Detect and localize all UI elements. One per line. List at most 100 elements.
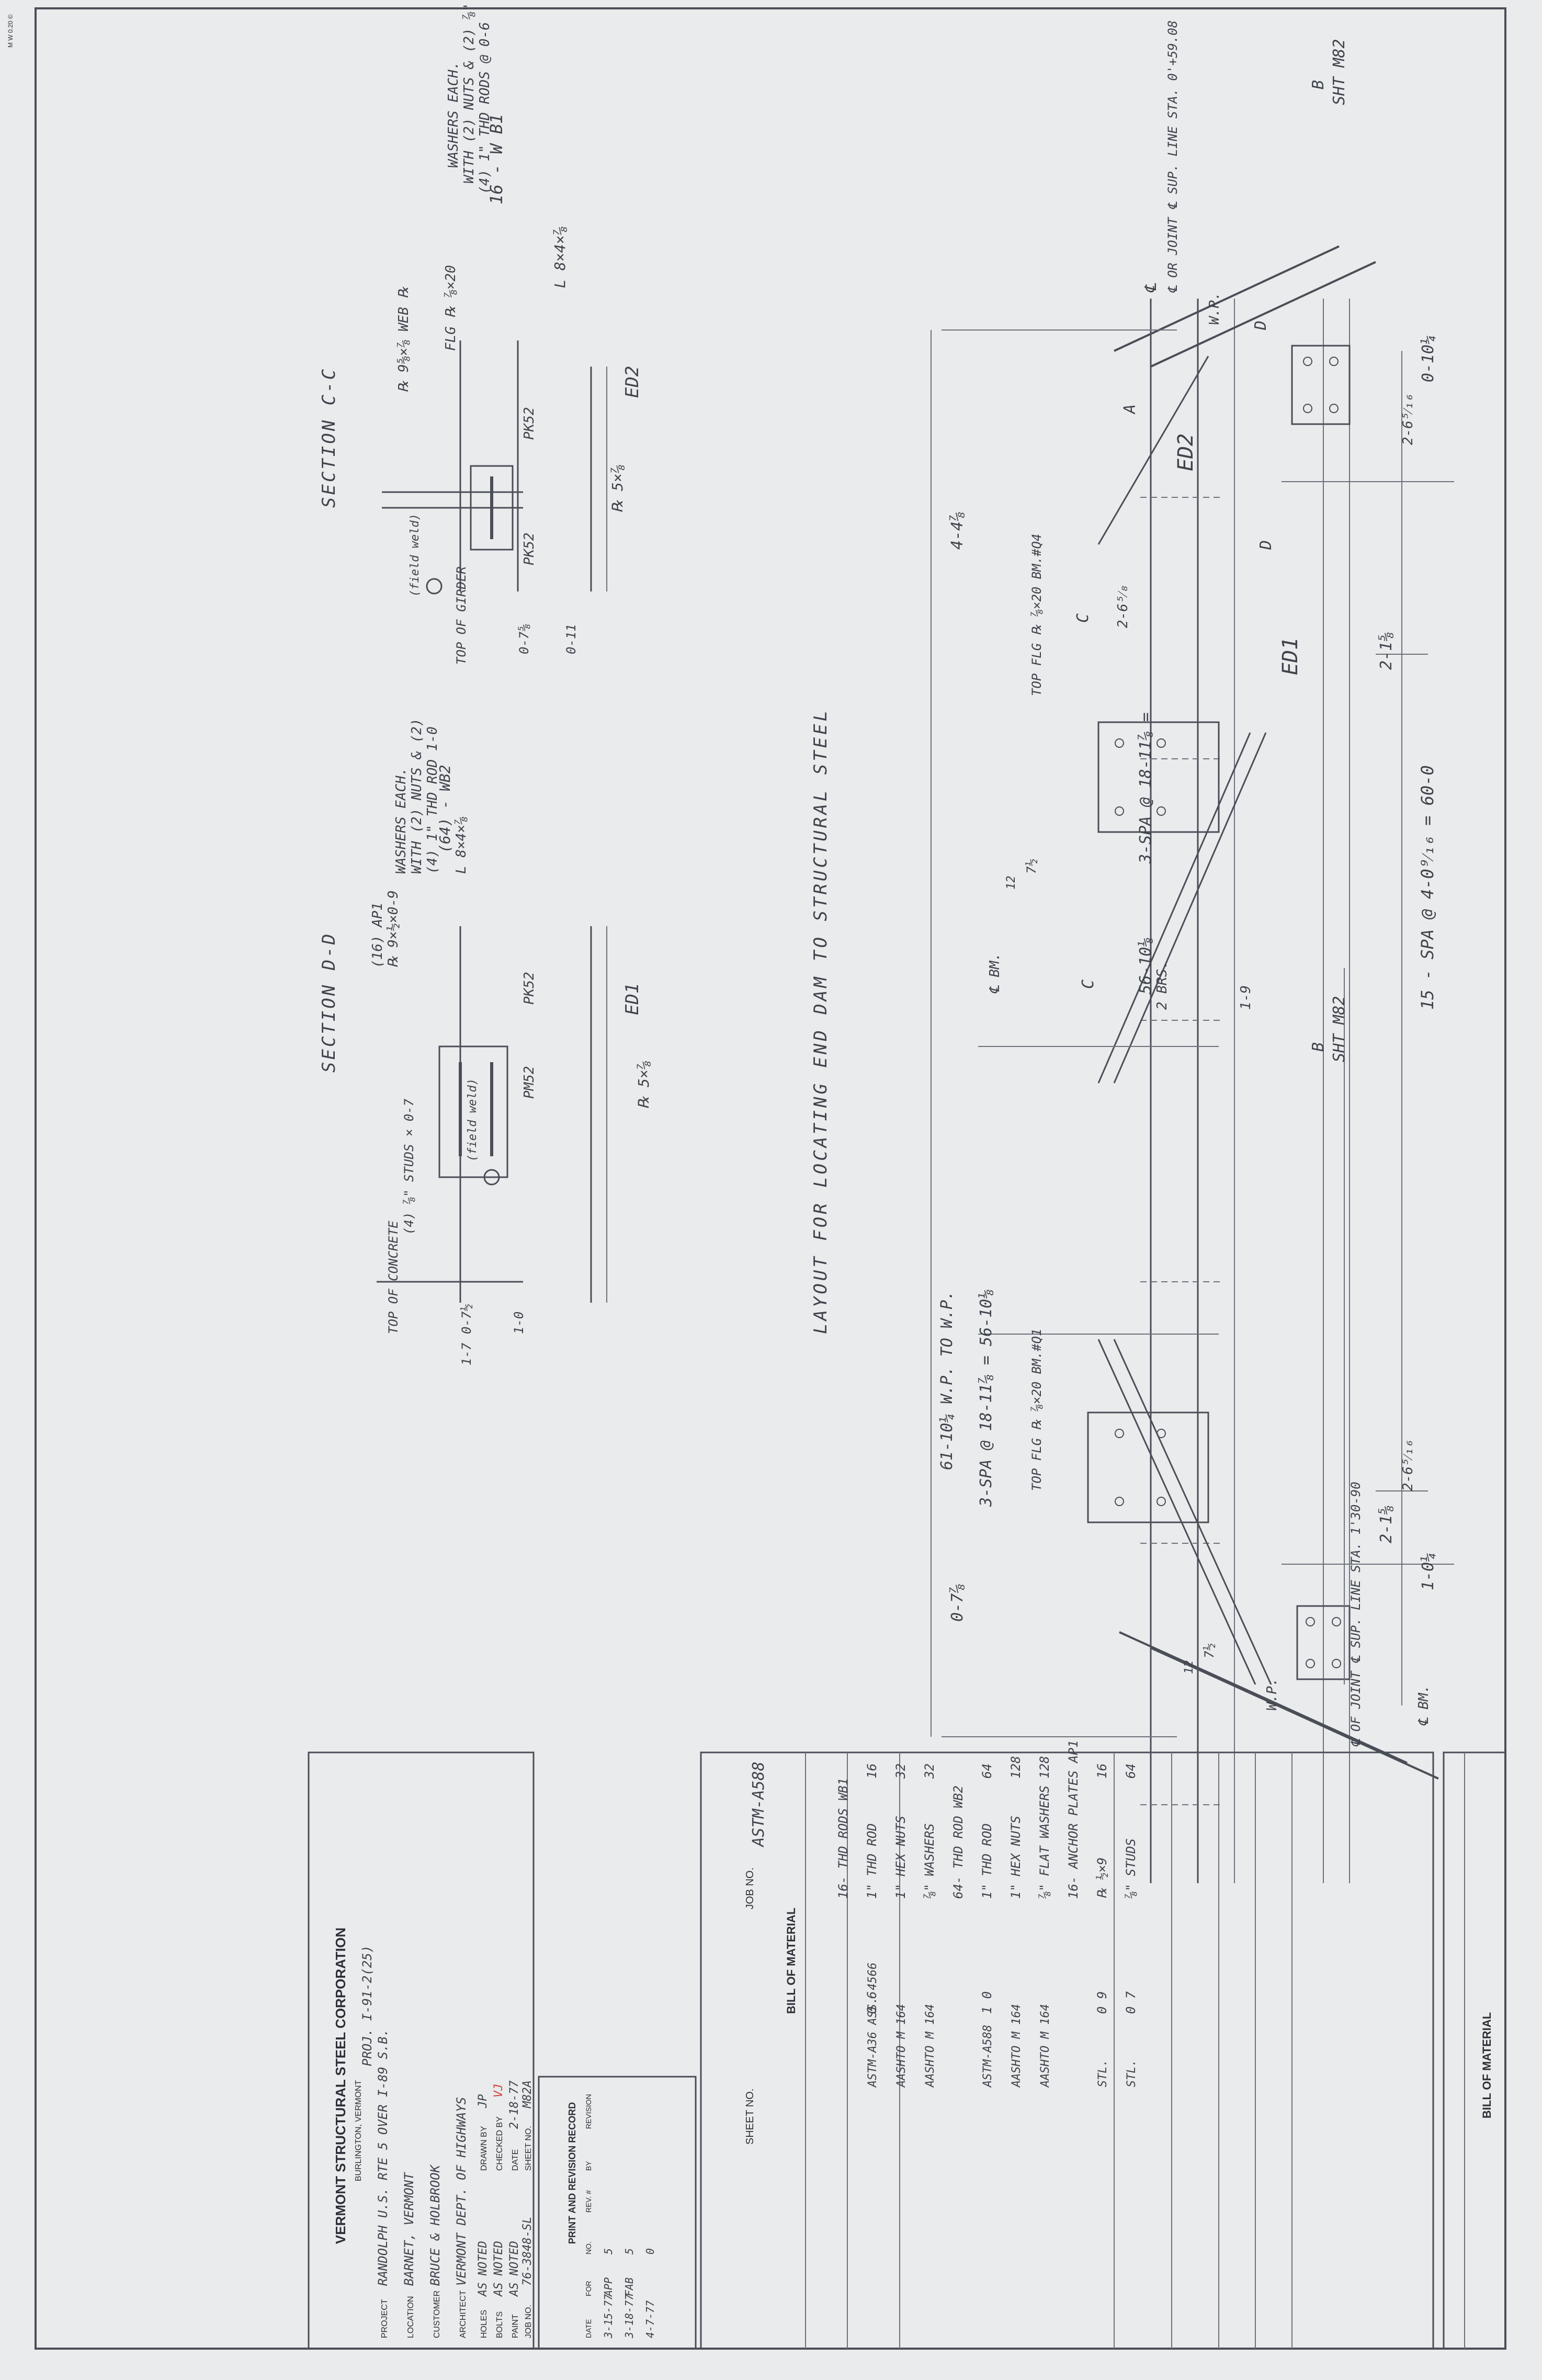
job-label: JOB NO. xyxy=(524,2305,533,2338)
revision-cell: APP xyxy=(602,2277,615,2297)
revision-header: NO. xyxy=(584,2241,593,2254)
dim-2-1b: 2-1⅝ xyxy=(1377,1506,1396,1543)
bom-row-weight: AASHTO M 164 xyxy=(895,2004,908,2088)
bom-top: BILL OF MATERIAL xyxy=(1443,1751,1506,2350)
dd-note3: WITH (2) NUTS & (2) xyxy=(409,719,425,874)
dim-spa-center: 3-SPA @ 18-11⅞ = xyxy=(1137,712,1155,864)
dd-ed1: ED1 xyxy=(622,983,643,1015)
slope-1: 7½ xyxy=(1024,859,1039,874)
date-label: DATE xyxy=(511,2149,520,2171)
bom-sheet-label: SHEET NO. xyxy=(744,2089,756,2145)
dim-1-9: 1-9 xyxy=(1238,985,1254,1010)
dd-title: SECTION D-D xyxy=(319,932,339,1073)
mark-a: A xyxy=(1121,404,1139,415)
holes-label: HOLES xyxy=(480,2310,489,2338)
layout-title: LAYOUT FOR LOCATING END DAM TO STRUCTURA… xyxy=(810,708,831,1334)
right-wp-note: ℄ OR JOINT ℄ SUP. LINE STA. 0'+59.08 xyxy=(1165,20,1180,293)
cc-note4: WASHERS EACH. xyxy=(446,62,461,168)
bom-row-desc: 64- THD ROD WB2 xyxy=(951,1785,966,1899)
bom-row-desc: 1" THD ROD xyxy=(865,1824,879,1899)
checked-label: CHECKED BY xyxy=(495,2116,504,2171)
revision-header: DATE xyxy=(584,2319,593,2338)
wp-label-right: W.P. xyxy=(1207,292,1222,325)
proj-no: PROJ. I-91-2(25) xyxy=(360,1945,375,2066)
revision-header: REVISION xyxy=(584,2094,593,2129)
splice-plate xyxy=(1296,1605,1351,1680)
bom-row-desc: 16- THD RODS WB1 xyxy=(836,1778,851,1899)
bom-row-weight: AASHTO M 164 xyxy=(1010,2004,1023,2088)
cc-pk2: PK52 xyxy=(521,532,537,565)
paint-value: AS NOTED xyxy=(508,2241,521,2297)
project-value: RANDOLPH U.S. RTE 5 OVER I-89 S.B. xyxy=(376,2029,390,2286)
weld-symbol xyxy=(483,1169,500,1186)
mark-d-2: D xyxy=(1257,540,1275,550)
ed1-label: ED1 xyxy=(1278,637,1302,675)
cc-dim1: 0-7⅝ xyxy=(517,624,531,654)
cc-dim2: 0-11 xyxy=(564,624,579,654)
dd-plate2: ℞ 5×⅞ xyxy=(635,1061,652,1109)
left-wp-note: ℄ OF JOINT ℄ SUP. LINE STA. 1'30-90 xyxy=(1348,1482,1363,1747)
revision-header: REV. # xyxy=(584,2190,593,2213)
dd-dim1: 0-7½ xyxy=(459,1304,474,1334)
cc-note1: 16 - W B1 xyxy=(486,114,506,204)
dim-4-4: 4-4⅞ xyxy=(948,512,967,550)
dim-spa-top: 3-SPA @ 18-11⅞ = 56-10⅛ xyxy=(977,1290,995,1507)
bom-row-pieces: 64 xyxy=(980,1763,994,1779)
bom-row-weight: ASTM-A36 ASS. 4566 xyxy=(866,1963,879,2088)
bom-row-desc: ℞ ½×9 xyxy=(1095,1858,1109,1899)
bom-row-pieces: 16 xyxy=(865,1763,879,1779)
layout-plan: LAYOUT FOR LOCATING END DAM TO STRUCTURA… xyxy=(810,20,1454,1883)
bm-label-1: ℄ BM. xyxy=(987,953,1003,994)
mark-b-left: B xyxy=(1309,1042,1328,1052)
skew-line-right-2 xyxy=(1114,245,1340,352)
bolt-assembly xyxy=(438,1045,508,1178)
dim-2-6b: 2-6⁵⁄₁₆ xyxy=(1400,1440,1416,1491)
project-label: PROJECT xyxy=(380,2299,389,2338)
bom-row-desc: ⅞" STUDS xyxy=(1124,1838,1138,1899)
bolts-value: AS NOTED xyxy=(492,2241,505,2297)
ed-diagonal xyxy=(1097,356,1209,545)
date-value: 2-18-77 xyxy=(508,2080,521,2129)
ed-diagonal xyxy=(1113,1339,1272,1685)
revision-header: BY xyxy=(584,2161,593,2171)
skew-line-right xyxy=(1150,261,1376,368)
ed2-label: ED2 xyxy=(1174,434,1198,471)
bom-row-length: 0 9 xyxy=(1095,1991,1109,2014)
dim-0-7: 0-7⅞ xyxy=(948,1584,967,1622)
section-dd: (64) - WB2 (4) 1" THD ROD 1-0 WITH (2) N… xyxy=(319,719,652,1365)
drawn-label: DRAWN BY xyxy=(480,2126,489,2171)
dim-2-6: 2-6⁵⁄₁₆ xyxy=(1400,394,1416,445)
cc-angle: L 8×4×⅞ xyxy=(551,226,569,288)
dd-pm: PM52 xyxy=(521,1066,537,1099)
revision-cell: 3-18-77 xyxy=(623,2294,636,2339)
dim-total: 61-10¼ W.P. TO W.P. xyxy=(938,1291,956,1470)
cc-title: SECTION C-C xyxy=(319,367,339,508)
bom-row-pieces: 64 xyxy=(1124,1763,1138,1779)
skew-line-left xyxy=(1150,1647,1439,1780)
bom-row-pieces: 32 xyxy=(893,1763,908,1779)
bom-row-weight: AASHTO M 164 xyxy=(924,2004,937,2088)
cc-note2: (4) 1" THD RODS @ 0-6 xyxy=(477,22,493,194)
holes-value: AS NOTED xyxy=(477,2241,490,2297)
mark-d: D xyxy=(1252,321,1270,331)
dd-dim2: 1-0 xyxy=(512,1312,526,1334)
revision-cell: FAB xyxy=(623,2277,636,2296)
location-value: BARNET, VERMONT xyxy=(402,2172,416,2286)
bom-row-weight: STL. xyxy=(1125,2059,1138,2087)
bom-row-pieces: 32 xyxy=(922,1763,937,1779)
cc-plate: ℞ 5×⅞ xyxy=(609,464,626,513)
top-flg-1: TOP FLG ℞ ⅞×20 BM.#Q1 xyxy=(1029,1329,1044,1491)
architect-label: ARCHITECT xyxy=(459,2290,468,2338)
cc-top: TOP OF GIRDER xyxy=(454,566,469,665)
mark-b-right: B xyxy=(1309,80,1328,89)
bolt-assembly xyxy=(470,465,514,551)
bom-main: JOB NO. SHEET NO. BILL OF MATERIAL ASTM-… xyxy=(700,1740,1434,2350)
paint-label: PAINT xyxy=(511,2314,520,2338)
customer-label: CUSTOMER xyxy=(433,2291,441,2338)
bom-row-desc: 1" HEX NUTS xyxy=(1008,1816,1023,1899)
revision-header: FOR xyxy=(584,2281,593,2296)
title-block: VERMONT STRUCTURAL STEEL CORPORATION BUR… xyxy=(308,1751,535,2350)
